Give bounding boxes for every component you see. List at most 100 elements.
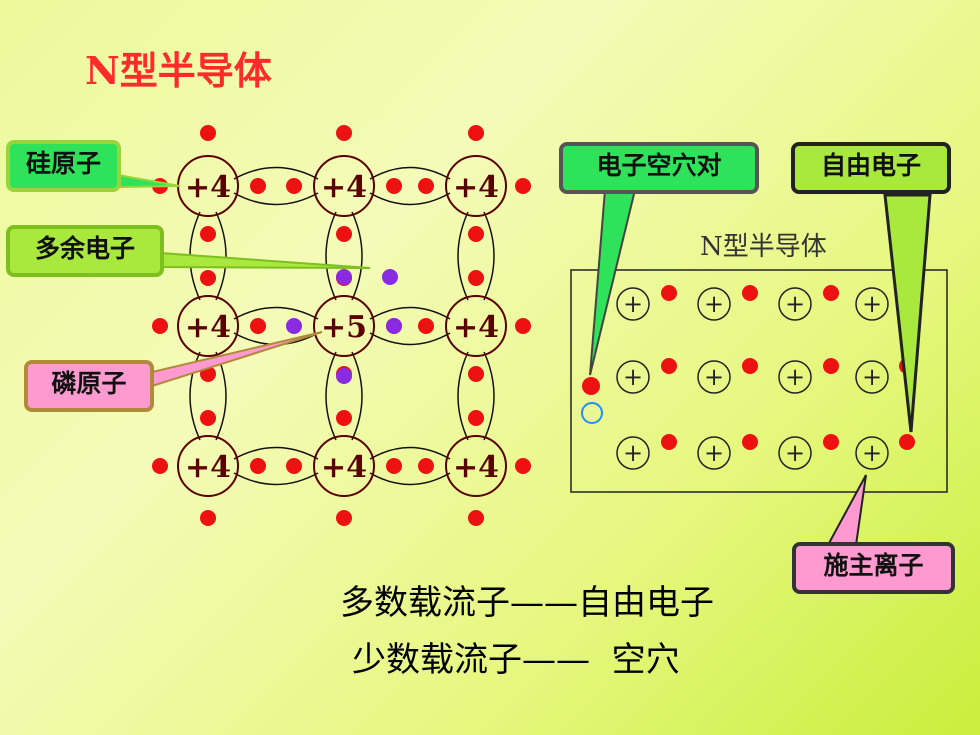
atom-charge-label: +4: [453, 170, 499, 205]
callout-excess-electron: 多余电子: [6, 225, 164, 277]
excess-electron-dot: [386, 318, 402, 334]
bond-arc: [351, 351, 363, 441]
donor-ion-circle: [855, 360, 889, 394]
donor-ion-circle: [855, 436, 889, 470]
bond-arc: [233, 446, 319, 460]
electron-dot: [468, 270, 484, 286]
electron-dot: [200, 226, 216, 242]
callout-free-electron: 自由电子: [791, 142, 951, 194]
covalent-bonds: [189, 166, 495, 486]
bond-arc: [233, 166, 319, 180]
electron-dot: [515, 458, 531, 474]
atom-circle: [445, 155, 507, 217]
free-electron-dot: [661, 358, 677, 374]
atom-circle: [445, 295, 507, 357]
page-title: N型半导体: [85, 48, 272, 93]
free-electron-dot: [823, 358, 839, 374]
atom-circle: [445, 435, 507, 497]
electron-dot: [468, 510, 484, 526]
electron-dot: [336, 226, 352, 242]
electron-dot: [250, 318, 266, 334]
atom-circle: [313, 155, 375, 217]
electron-dot: [336, 510, 352, 526]
excess-electron-pointer: [159, 251, 371, 269]
electron-dot: [386, 178, 402, 194]
minority-electron: [582, 377, 600, 395]
lattice-atoms: +4+4+4+4+5+4+4+4+4: [177, 155, 507, 497]
excess-electron-dot: [286, 318, 302, 334]
donor-ion-symbol: +: [785, 290, 805, 318]
electron-dot: [336, 410, 352, 426]
electron-dot: [515, 178, 531, 194]
donor-ion-symbol: +: [623, 290, 643, 318]
donor-ion-symbol: +: [862, 290, 882, 318]
panel-title: N型半导体: [700, 232, 827, 262]
donor-ion-symbol: +: [704, 363, 724, 391]
majority-carrier-text: 多数载流子——自由电子: [340, 583, 714, 623]
bond-arc: [233, 192, 319, 206]
bond-arc: [457, 211, 469, 301]
donor-ion-symbol: +: [704, 290, 724, 318]
electron-dot: [468, 410, 484, 426]
atom-charge-label: +4: [453, 450, 499, 485]
donor-ion-circle: [778, 287, 812, 321]
donor-ion-circle: [697, 287, 731, 321]
donor-ions-grid: ++++++++++++: [616, 285, 915, 470]
donor-ion-circle: [616, 436, 650, 470]
donor-ion-circle: [697, 360, 731, 394]
electron-dot: [200, 125, 216, 141]
donor-ion-circle: [616, 287, 650, 321]
n-type-panel-frame: [570, 269, 948, 493]
excess-electron-dot: [336, 269, 352, 285]
bond-arc: [369, 446, 451, 460]
bond-arc: [483, 211, 495, 301]
minority-carrier-text: 少数载流子—— 空穴: [352, 640, 680, 680]
bond-arc: [233, 472, 319, 486]
free-electron-dot: [661, 434, 677, 450]
electron-dot: [250, 458, 266, 474]
free-electron-dot: [742, 358, 758, 374]
atom-circle: [177, 435, 239, 497]
bond-arc: [233, 306, 319, 320]
electron-dot: [418, 318, 434, 334]
silicon-pointer: [117, 173, 181, 189]
donor-ion-symbol: +: [862, 363, 882, 391]
electron-dot: [200, 510, 216, 526]
electron-dot: [286, 458, 302, 474]
bond-arc: [369, 306, 451, 320]
free-electron-dot: [823, 285, 839, 301]
callout-electron-hole-pair: 电子空穴对: [559, 142, 759, 194]
free-electron-dot: [823, 434, 839, 450]
donor-ion-symbol: +: [862, 439, 882, 467]
bond-arc: [457, 351, 469, 441]
donor-ion-circle: [855, 287, 889, 321]
donor-ion-symbol: +: [785, 439, 805, 467]
electron-dot: [200, 410, 216, 426]
excess-electron-dot: [382, 269, 398, 285]
atom-circle: [313, 295, 375, 357]
bond-arc: [369, 332, 451, 346]
electron-dot: [468, 226, 484, 242]
callout-phosphorus-atom: 磷原子: [24, 360, 154, 412]
donor-ion-circle: [616, 360, 650, 394]
atom-charge-label: +4: [185, 310, 231, 345]
atom-circle: [177, 295, 239, 357]
bond-arc: [351, 211, 363, 301]
donor-ion-circle: [697, 436, 731, 470]
bond-arc: [369, 472, 451, 486]
atom-charge-label: +4: [321, 450, 367, 485]
donor-ion-symbol: +: [704, 439, 724, 467]
atom-charge-label: +4: [321, 170, 367, 205]
atom-charge-label: +4: [185, 170, 231, 205]
bond-arc: [369, 192, 451, 206]
donor-ion-symbol: +: [623, 363, 643, 391]
bond-arc: [483, 351, 495, 441]
free-electron-dot: [661, 285, 677, 301]
donor-ion-circle: [778, 436, 812, 470]
electron-dot: [336, 125, 352, 141]
electron-dot: [468, 125, 484, 141]
electron-dot: [468, 366, 484, 382]
donor-ion-symbol: +: [623, 439, 643, 467]
